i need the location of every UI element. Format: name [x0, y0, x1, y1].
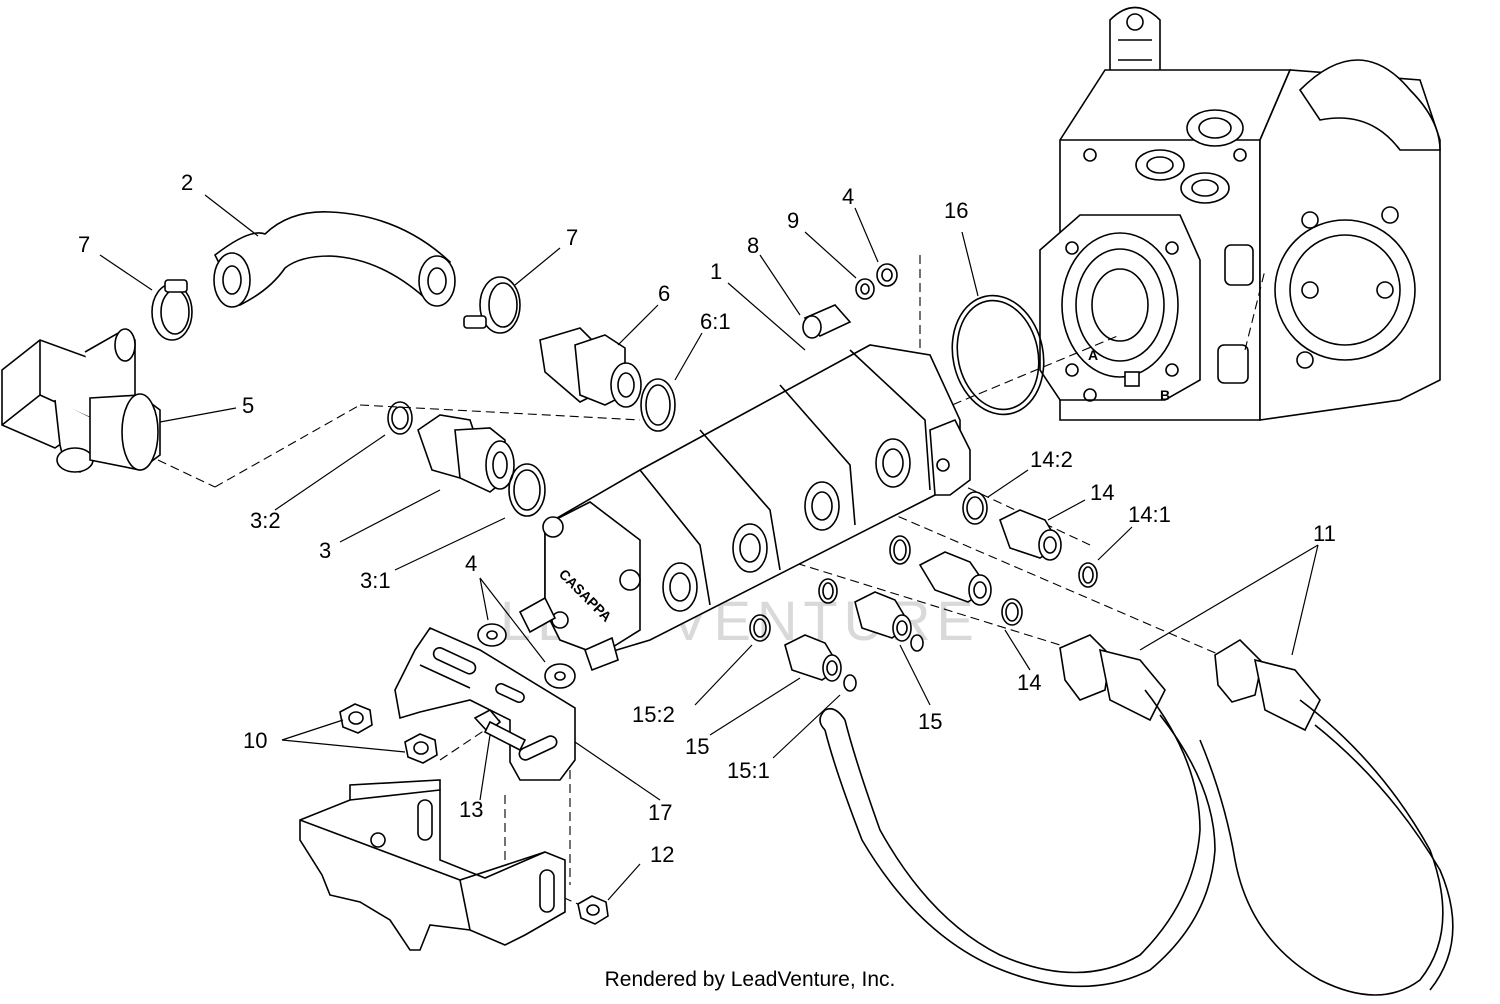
part-14-2-o-ring: [962, 491, 988, 525]
callout-14-lower: 14: [1017, 670, 1041, 695]
callout-14-2: 14:2: [1030, 447, 1073, 472]
part-16-large-o-ring: [951, 294, 1045, 416]
callout-15-2: 15:2: [632, 702, 675, 727]
port-letter-a: A: [1088, 347, 1098, 363]
callout-14-1: 14:1: [1128, 502, 1171, 527]
callout-5: 5: [242, 393, 254, 418]
callout-3-2: 3:2: [250, 508, 281, 533]
part-6-hose-barb-fitting: [539, 327, 642, 408]
part-10-nut-lower: [404, 733, 438, 764]
part-1-tandem-gear-pump: CASAPPA: [518, 344, 971, 672]
part-14-fitting-lower-o-ring-right: [1001, 598, 1023, 626]
callout-15-upper: 15: [918, 709, 942, 734]
part-14-fitting-lower-o-ring-left: [889, 535, 911, 565]
part-15-o-ring-small-upper: [910, 634, 924, 652]
frame-bracket: [299, 779, 566, 951]
part-15-fitting-lower: [784, 634, 842, 682]
assembly-centerlines: [157, 255, 1266, 906]
part-15-fitting-upper: [854, 591, 912, 642]
callout-14-upper: 14: [1090, 480, 1114, 505]
part-9-lock-washer: [855, 278, 875, 300]
callout-15-lower: 15: [685, 734, 709, 759]
hydrostatic-transmission: A B: [1039, 6, 1441, 421]
callout-13: 13: [459, 797, 483, 822]
part-12-nut: [577, 895, 609, 925]
callout-9: 9: [787, 208, 799, 233]
part-3-1-o-ring: [508, 463, 546, 517]
part-4-washer-lower-b: [544, 663, 576, 689]
part-4-washer-lower-a: [477, 623, 507, 647]
part-8-bolt: [802, 304, 852, 339]
part-15-2-o-ring: [749, 614, 771, 642]
callout-3-1: 3:1: [360, 568, 391, 593]
part-11-hydraulic-hose-left: [819, 634, 1216, 988]
part-7-hose-clamp-right: [463, 276, 521, 334]
callout-15-1: 15:1: [727, 758, 770, 783]
part-17-mounting-bracket: [394, 626, 576, 781]
render-credit-footer: Rendered by LeadVenture, Inc.: [604, 968, 896, 991]
part-5-elbow-fitting: [1, 328, 161, 473]
part-3-adapter-fitting: [417, 414, 515, 493]
callout-16: 16: [944, 198, 968, 223]
part-13-carriage-bolt: [473, 708, 527, 752]
callout-6-1: 6:1: [700, 309, 731, 334]
part-15-o-ring-upper: [818, 578, 838, 604]
part-10-nut-upper: [339, 703, 373, 734]
callout-4-lower: 4: [465, 551, 477, 576]
part-6-1-o-ring: [640, 378, 676, 432]
callout-12: 12: [650, 842, 674, 867]
callout-11: 11: [1313, 521, 1336, 546]
callout-6: 6: [658, 281, 670, 306]
callout-4-top: 4: [842, 184, 854, 209]
callout-7-right: 7: [566, 225, 578, 250]
callout-labels: 2 7 7 6 6:1 1 8 9 4 16 5 3:2 3 3:1 4 14:…: [78, 170, 1336, 867]
part-14-1-o-ring: [1078, 562, 1098, 588]
callout-3: 3: [319, 538, 331, 563]
part-3-2-o-ring: [387, 401, 413, 435]
port-letter-b: B: [1160, 387, 1170, 403]
part-7-hose-clamp-left: [151, 279, 193, 341]
callout-7-left: 7: [78, 232, 90, 257]
part-15-1-o-ring: [843, 674, 857, 692]
callout-10: 10: [243, 728, 267, 753]
callout-8: 8: [747, 233, 759, 258]
leader-lines: [99, 194, 1319, 901]
callout-2: 2: [181, 170, 193, 195]
part-14-fitting-upper: [999, 509, 1062, 561]
callout-17: 17: [648, 800, 672, 825]
part-4-washer-top: [876, 263, 898, 287]
part-11-hydraulic-hose-right: [1199, 638, 1454, 996]
part-14-fitting-lower: [918, 551, 992, 606]
part-2-suction-hose: [213, 211, 456, 308]
callout-1: 1: [710, 259, 722, 284]
